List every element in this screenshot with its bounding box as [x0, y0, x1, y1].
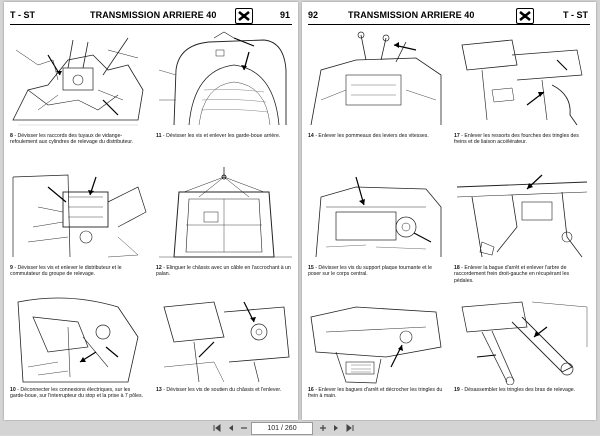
illustration-13: [154, 297, 294, 385]
section-code: T - ST: [10, 10, 35, 20]
zoom-out-button[interactable]: [239, 423, 249, 433]
step-11: 11 - Dévisser les vis et enlever les gar…: [154, 30, 294, 160]
last-page-button[interactable]: [345, 423, 355, 433]
step-17: 17 - Enlever les ressorts des fourches d…: [452, 30, 592, 160]
previous-page-icon: [229, 425, 233, 431]
caption-13: 13 - Dévisser les vis de soutien du châs…: [156, 387, 282, 393]
illustration-11: [154, 30, 294, 130]
section-code: T - ST: [563, 10, 588, 20]
step-19: 19 - Désassembler les tringles des bras …: [452, 297, 592, 419]
caption-15: 15 - Dévisser les vis du support plaque …: [308, 265, 433, 278]
illustration-12: [154, 167, 294, 262]
illustration-19: [452, 297, 592, 385]
page-number: 92: [308, 10, 319, 20]
step-10: 10 - Déconnecter les connexions électriq…: [8, 297, 148, 419]
step-15: 15 - Dévisser les vis du support plaque …: [306, 167, 446, 292]
caption-9: 9 - Dévisser les vis et enlever le distr…: [10, 265, 122, 278]
caption-11: 11 - Dévisser les vis et enlever les gar…: [156, 133, 281, 139]
illustration-14: [306, 30, 446, 130]
first-page-icon: [213, 424, 221, 432]
illustration-15: [306, 167, 446, 262]
illustration-8: [8, 30, 148, 130]
viewer-toolbar: 101 / 260: [0, 421, 600, 435]
page-indicator[interactable]: 101 / 260: [251, 422, 313, 435]
page-header: 92 TRANSMISSION ARRIERE 40 T - ST: [308, 8, 590, 25]
step-8: 8 - Dévisser les raccords des tuyaux de …: [8, 30, 148, 160]
illustration-9: [8, 167, 148, 262]
zoom-in-icon: [320, 425, 326, 431]
step-9: 9 - Dévisser les vis et enlever le distr…: [8, 167, 148, 292]
page-number: 91: [279, 10, 290, 20]
page-title: TRANSMISSION ARRIERE 40: [348, 10, 475, 20]
caption-18: 18 - Enlever la bague d'arrêt et enlever…: [454, 265, 570, 284]
page-title: TRANSMISSION ARRIERE 40: [90, 10, 217, 20]
caption-8: 8 - Dévisser les raccords des tuyaux de …: [10, 133, 134, 146]
step-18: 18 - Enlever la bague d'arrêt et enlever…: [452, 167, 592, 292]
step-12: 12 - Elinguer le châssis avec un câble e…: [154, 167, 294, 292]
next-page-button[interactable]: [331, 423, 341, 433]
zoom-in-button[interactable]: [318, 423, 328, 433]
step-14: 14 - Enlever les pommeaux des leviers de…: [306, 30, 446, 160]
step-16: 16 - Enlever les bagues d'arrêt et décro…: [306, 297, 446, 419]
brand-logo: [235, 8, 253, 24]
last-page-icon: [346, 424, 354, 432]
next-page-icon: [334, 425, 338, 431]
caption-19: 19 - Désassembler les tringles des bras …: [454, 387, 576, 393]
caption-12: 12 - Elinguer le châssis avec un câble e…: [156, 265, 291, 278]
illustration-18: [452, 167, 592, 262]
illustration-10: [8, 297, 148, 385]
brand-logo: [516, 8, 534, 24]
first-page-button[interactable]: [212, 423, 222, 433]
illustration-17: [452, 30, 592, 130]
caption-10: 10 - Déconnecter les connexions électriq…: [10, 387, 144, 400]
page-91: T - ST TRANSMISSION ARRIERE 40 91: [4, 2, 298, 420]
caption-14: 14 - Enlever les pommeaux des leviers de…: [308, 133, 429, 139]
page-92: 92 TRANSMISSION ARRIERE 40 T - ST: [302, 2, 596, 420]
page-header: T - ST TRANSMISSION ARRIERE 40 91: [10, 8, 292, 25]
illustration-16: [306, 297, 446, 385]
zoom-out-icon: [241, 427, 247, 429]
previous-page-button[interactable]: [226, 423, 236, 433]
step-13: 13 - Dévisser les vis de soutien du châs…: [154, 297, 294, 419]
caption-16: 16 - Enlever les bagues d'arrêt et décro…: [308, 387, 443, 400]
caption-17: 17 - Enlever les ressorts des fourches d…: [454, 133, 579, 146]
